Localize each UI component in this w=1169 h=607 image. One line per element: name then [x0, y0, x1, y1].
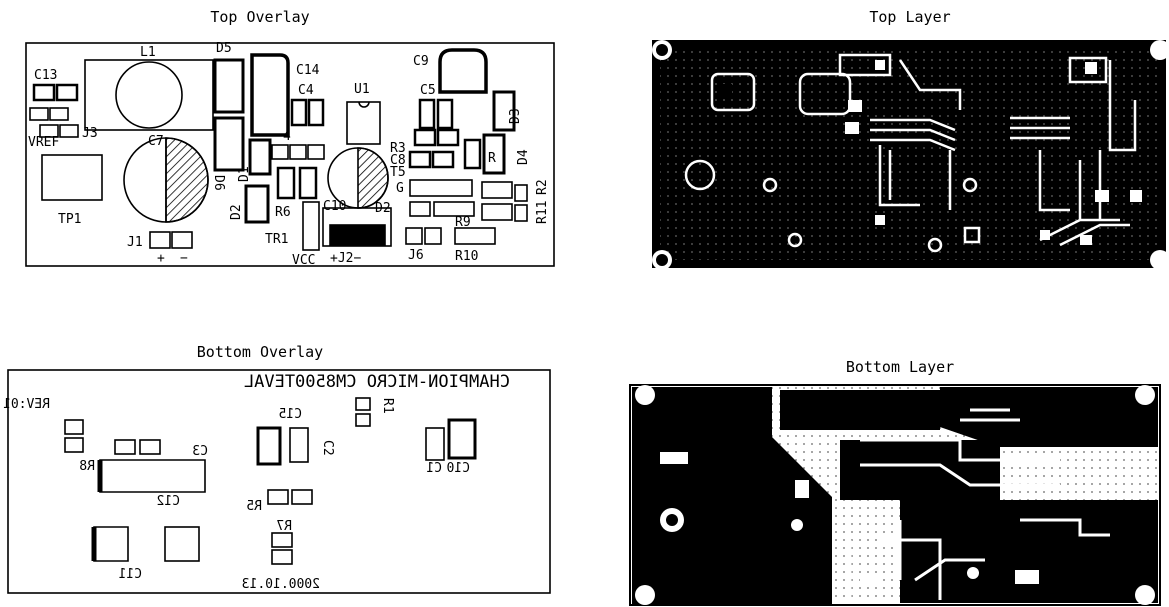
label-j1-minus: − — [180, 251, 188, 266]
c1-label: C1 — [426, 461, 442, 476]
bottom-overlay-labels: CHAMPION-MICRO CM8500TEVAL REV:01 2000.1… — [3, 372, 510, 592]
label-j2: +J2− — [330, 251, 361, 266]
label-d3: D3 — [508, 108, 523, 124]
label-j1: J1 — [127, 235, 143, 250]
label-d4: D4 — [516, 149, 531, 165]
r5-label: R5 — [246, 499, 262, 514]
label-d6: D6 — [211, 175, 226, 191]
top-overlay-title: Top Overlay — [210, 8, 310, 26]
top-overlay-labels: L1 D5 C14 C13 C4 U1 C9 C5 D3 D4 C7 VREF … — [28, 41, 550, 268]
label-vcc: VCC — [292, 253, 315, 268]
label-tp1: TP1 — [58, 212, 81, 227]
c15-label: C15 — [279, 407, 302, 422]
label-d1: D1 — [237, 166, 252, 182]
c2-label: C2 — [320, 440, 335, 456]
label-l1: L1 — [140, 45, 156, 60]
bottom-layer-panel — [629, 384, 1161, 606]
rev-label: REV:01 — [3, 397, 50, 412]
label-j1-plus: + — [157, 251, 165, 266]
label-c13: C13 — [34, 68, 57, 83]
c10-label: C10 — [447, 461, 470, 476]
label-c10: C10 — [323, 199, 346, 214]
label-d5: D5 — [216, 41, 232, 56]
c3-label: C3 — [192, 444, 208, 459]
label-r10: R10 — [455, 249, 478, 264]
label-r9: R9 — [455, 215, 471, 230]
r7-label: R7 — [276, 519, 292, 534]
r8-label: R8 — [79, 459, 95, 474]
top-overlay-panel — [25, 42, 555, 267]
label-c9: C9 — [413, 54, 429, 69]
top-layer-title: Top Layer — [869, 8, 951, 26]
label-d2b: D2 — [375, 201, 391, 216]
label-j3: J3 — [82, 126, 98, 141]
label-c4: C4 — [298, 83, 314, 98]
label-r3: R3 — [390, 141, 406, 156]
r1-label: R1 — [380, 398, 395, 414]
bottom-overlay-board-outline — [7, 369, 551, 594]
label-r2: R2 — [535, 179, 550, 195]
top-layer-panel — [652, 40, 1169, 270]
label-r: R — [488, 151, 496, 166]
l1-footprint — [84, 59, 214, 131]
c11-label: C11 — [119, 567, 142, 582]
label-c8: C8 — [390, 153, 406, 168]
label-u1: U1 — [354, 82, 370, 97]
label-d2: D2 — [229, 204, 244, 220]
label-t5: T5 — [390, 165, 406, 180]
bottom-overlay-title: Bottom Overlay — [196, 343, 324, 361]
label-g: G — [396, 181, 404, 196]
bottom-overlay-panel — [7, 369, 551, 594]
date-label: 2000.10.13 — [242, 577, 320, 592]
label-j6: J6 — [408, 248, 424, 263]
label-r6: R6 — [275, 205, 291, 220]
label-c5: C5 — [420, 83, 436, 98]
label-tr1: TR1 — [265, 232, 288, 247]
label-c14: C14 — [296, 63, 320, 78]
board-name-label: CHAMPION-MICRO CM8500TEVAL — [244, 372, 510, 392]
top-overlay-board-outline — [25, 42, 555, 267]
bottom-layer-title: Bottom Layer — [845, 358, 955, 376]
label-r11: R11 — [535, 201, 550, 224]
label-vref: VREF — [28, 135, 59, 150]
label-c7: C7 — [148, 134, 164, 149]
label-t: 4 — [283, 129, 291, 144]
c12-label: C12 — [157, 494, 180, 509]
